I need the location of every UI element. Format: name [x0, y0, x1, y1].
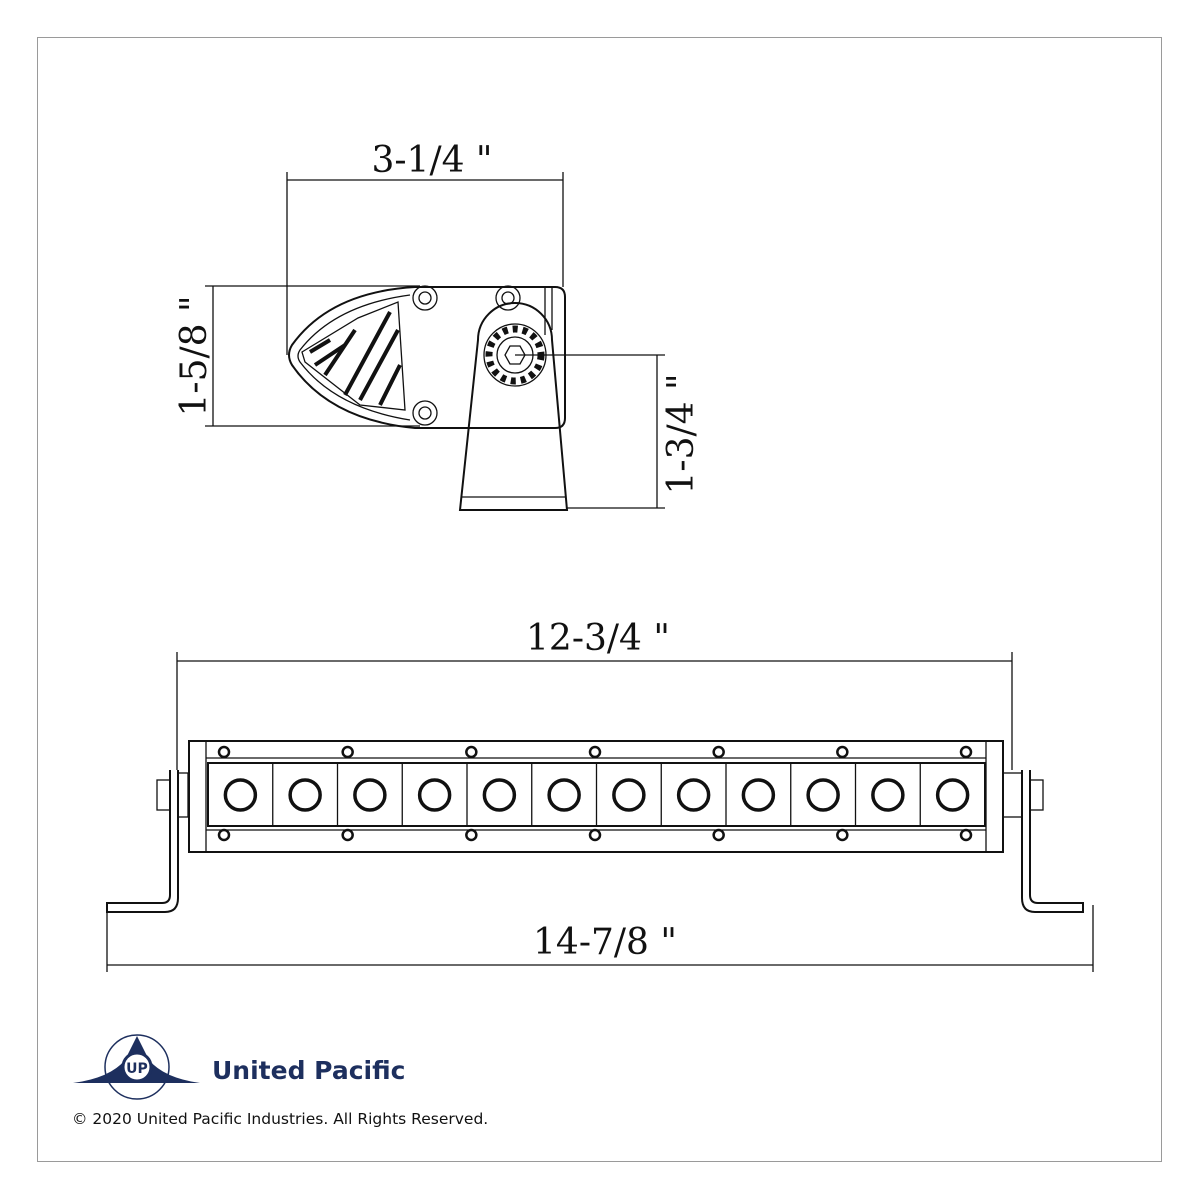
knurl-teeth: [485, 325, 545, 385]
screw-icon: [341, 828, 354, 842]
screw-icon: [465, 828, 478, 842]
led-icon: [353, 778, 387, 812]
screw-icon: [341, 745, 354, 759]
screw-icon: [712, 828, 725, 842]
knurled-ring: [483, 323, 547, 387]
led-icon: [482, 778, 517, 812]
led-array: [223, 763, 970, 826]
led-icon: [676, 778, 711, 812]
united-pacific-logo: UP: [73, 1034, 200, 1100]
reflector-stripes: [308, 311, 402, 406]
screw-icon: [712, 745, 725, 759]
left-washer: [177, 772, 189, 818]
dim-side-width: 3-1/4 ": [371, 140, 492, 181]
led-icon: [288, 778, 322, 812]
screw-icon: [959, 745, 973, 759]
screw-icon: [412, 285, 521, 426]
led-icon: [417, 778, 452, 812]
front-view: 12-3/4 " 14-7/8 ": [106, 618, 1094, 972]
right-bracket: [1021, 770, 1084, 913]
left-bracket: [106, 770, 179, 913]
screw-icon: [465, 745, 478, 759]
led-icon: [223, 778, 258, 812]
right-washer: [1002, 772, 1023, 818]
screw-icon: [217, 828, 231, 842]
left-nut: [156, 779, 171, 811]
light-bar-body: [188, 740, 1004, 853]
housing-profile: [288, 286, 566, 429]
screw-icon: [217, 745, 231, 759]
mount-bracket: [458, 302, 569, 511]
logo-letters: UP: [126, 1061, 148, 1077]
right-nut: [1029, 779, 1044, 811]
led-icon: [612, 778, 646, 812]
screw-icon: [588, 828, 602, 842]
led-icon: [935, 778, 970, 812]
copyright-text: © 2020 United Pacific Industries. All Ri…: [72, 1110, 489, 1128]
bolt-washer: [496, 336, 534, 374]
led-icon: [741, 778, 776, 812]
hex-bolt-icon: [504, 345, 526, 365]
led-icon: [871, 778, 905, 812]
screw-icon: [588, 745, 602, 759]
brand-name: United Pacific: [212, 1056, 406, 1085]
dim-side-height: 1-5/8 ": [174, 295, 215, 416]
screw-icon: [959, 828, 973, 842]
led-icon: [547, 778, 581, 812]
lens-reflector: [301, 301, 406, 411]
dim-bar-length: 12-3/4 ": [526, 618, 670, 659]
dim-overall-length: 14-7/8 ": [533, 922, 677, 963]
screw-icon: [836, 828, 849, 842]
screw-icon: [836, 745, 849, 759]
led-icon: [806, 778, 840, 812]
side-view: 3-1/4 " 1-5/8 " 1-3/4 ": [174, 140, 702, 511]
dim-mount-height: 1-3/4 ": [661, 373, 702, 494]
drawing-frame: [37, 37, 1162, 1162]
lens-bezel: [297, 294, 411, 421]
bar-screws: [217, 745, 973, 842]
